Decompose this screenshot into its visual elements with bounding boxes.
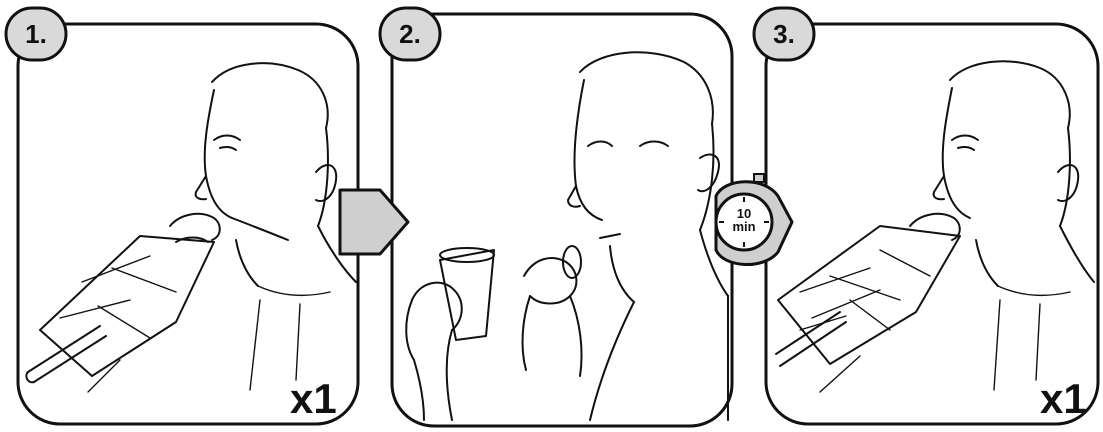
step-1-panel xyxy=(18,24,358,424)
step-2-panel xyxy=(392,14,732,426)
timer-unit: min xyxy=(724,221,764,233)
step-1-count: x1 xyxy=(290,378,337,420)
step-3-panel xyxy=(766,24,1098,424)
step-1-number: 1. xyxy=(6,21,66,47)
step-2-number: 2. xyxy=(380,21,440,47)
step-3-count: x1 xyxy=(1040,378,1087,420)
step-3-number: 3. xyxy=(754,21,814,47)
